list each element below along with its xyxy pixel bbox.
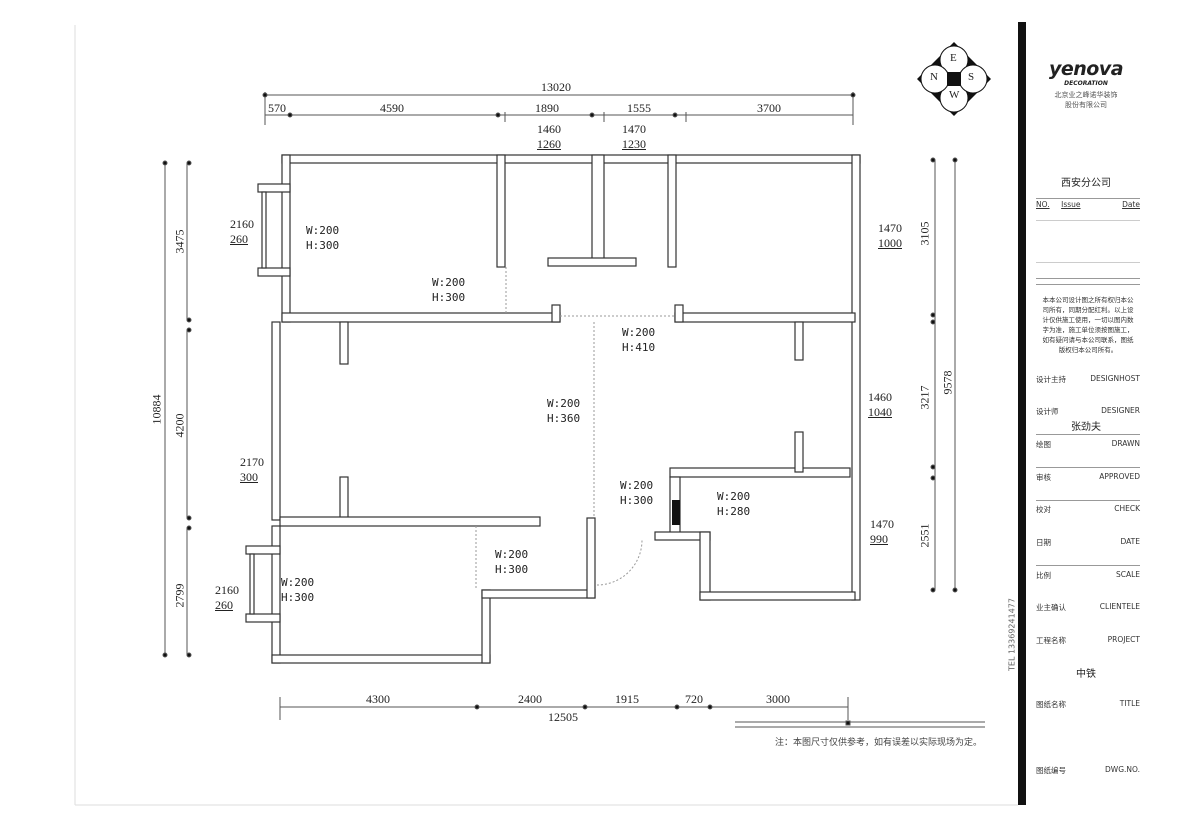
dim-top-seg: 1555 [627, 101, 651, 115]
dim-top-seg: 570 [268, 101, 286, 115]
drawing-note: 注：本图尺寸仅供参考，如有误差以实际现场为定。 [775, 738, 983, 748]
dim-left-seg: 3475 [172, 229, 187, 254]
branch-name: 西安分公司 [1061, 178, 1111, 189]
dim-right-seg: 3105 [917, 221, 932, 246]
dim-right-total: 9578 [940, 370, 955, 395]
company-name: 北京业之峰诺华装饰 [1054, 91, 1118, 99]
title-block: yenova DECORATION 北京业之峰诺华装饰 股份有限公司 西安分公司… [1026, 22, 1146, 805]
company-name-2: 股份有限公司 [1065, 101, 1107, 109]
company-logo: yenova [1048, 58, 1124, 80]
dim-bottom-seg: 2400 [518, 692, 542, 706]
walls [245, 154, 861, 664]
dim-bottom-seg: 1915 [615, 692, 639, 706]
logo-subtitle: DECORATION [1064, 80, 1108, 87]
dim-bottom-seg: 4300 [366, 692, 390, 706]
dim-top-seg: 1890 [535, 101, 559, 115]
dimension-lines [162, 92, 985, 728]
designer-name: 张劲夫 [1071, 422, 1101, 433]
stair-marker-icon [672, 500, 680, 525]
compass-w: W [949, 89, 960, 101]
dim-top-total: 13020 [541, 80, 571, 94]
compass-icon [917, 42, 991, 116]
copyright-notice: 本本公司设计图之所有权归本公司所有，同期分配红利。以上设计仅供施工使用，一切以图… [1042, 296, 1134, 354]
dim-top-seg: 4590 [380, 101, 404, 115]
dim-bottom-seg: 3000 [766, 692, 790, 706]
dim-bottom-total: 12505 [548, 710, 578, 724]
dim-bottom-seg: 720 [685, 692, 703, 706]
side-contact-text: TEL 13369241477 [1007, 598, 1017, 671]
dim-right-seg: 3217 [917, 385, 932, 410]
compass-n: N [930, 71, 938, 83]
compass-s: S [968, 71, 975, 83]
door-openings [475, 267, 675, 590]
dim-left-total: 10884 [149, 394, 164, 425]
dim-left-seg: 4200 [172, 413, 187, 438]
dim-right-seg: 2551 [917, 523, 932, 548]
project-name: 中铁 [1076, 669, 1096, 680]
title-block-bar [1018, 22, 1026, 805]
dim-top-seg: 3700 [757, 101, 781, 115]
dim-left-seg: 2799 [172, 583, 187, 608]
compass-e: E [950, 52, 957, 64]
